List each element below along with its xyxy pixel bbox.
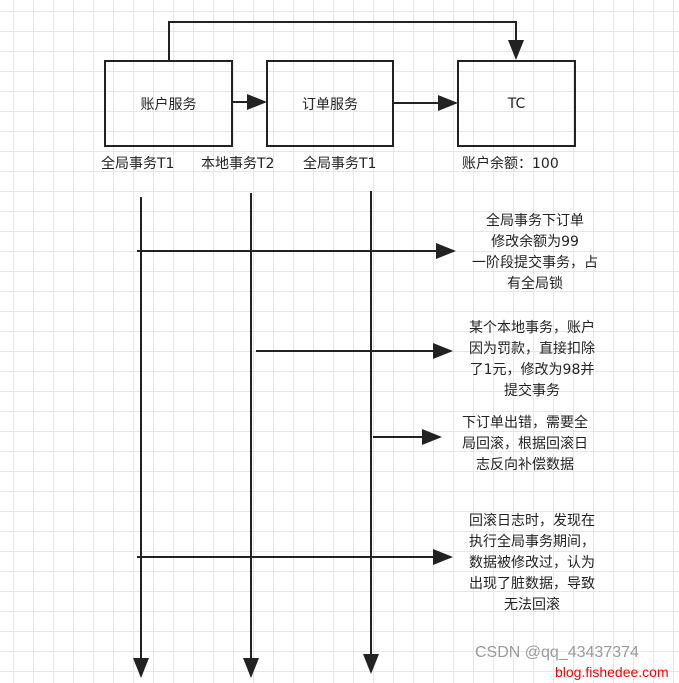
note-step3: 下订单出错，需要全 局回滚，根据回滚日 志反向补偿数据 <box>462 415 588 473</box>
balance-label: 账户余额：100 <box>462 156 559 172</box>
csdn-watermark: CSDN @qq_43437374 <box>475 644 639 661</box>
blog-watermark: blog.fishedee.com <box>555 664 669 680</box>
note-step4: 回滚日志时，发现在 执行全局事务期间， 数据被修改过，认为 出现了脏数据，导致 … <box>469 513 595 613</box>
order-service-box: 订单服务 <box>302 96 358 113</box>
tc-box-shape <box>457 60 576 147</box>
account-service-box: 账户服务 <box>140 96 197 113</box>
t1-left-label: 全局事务T1 <box>101 156 175 172</box>
tc-box: TC <box>507 95 526 112</box>
t2-label: 本地事务T2 <box>201 156 275 172</box>
account-to-tc-connector <box>168 21 524 61</box>
note-step2: 某个本地事务，账户 因为罚款，直接扣除 了1元，修改为98并 提交事务 <box>469 320 595 399</box>
note-step1: 全局事务下订单 修改余额为99 一阶段提交事务，占 有全局锁 <box>472 213 598 292</box>
t1-right-label: 全局事务T1 <box>303 156 377 172</box>
